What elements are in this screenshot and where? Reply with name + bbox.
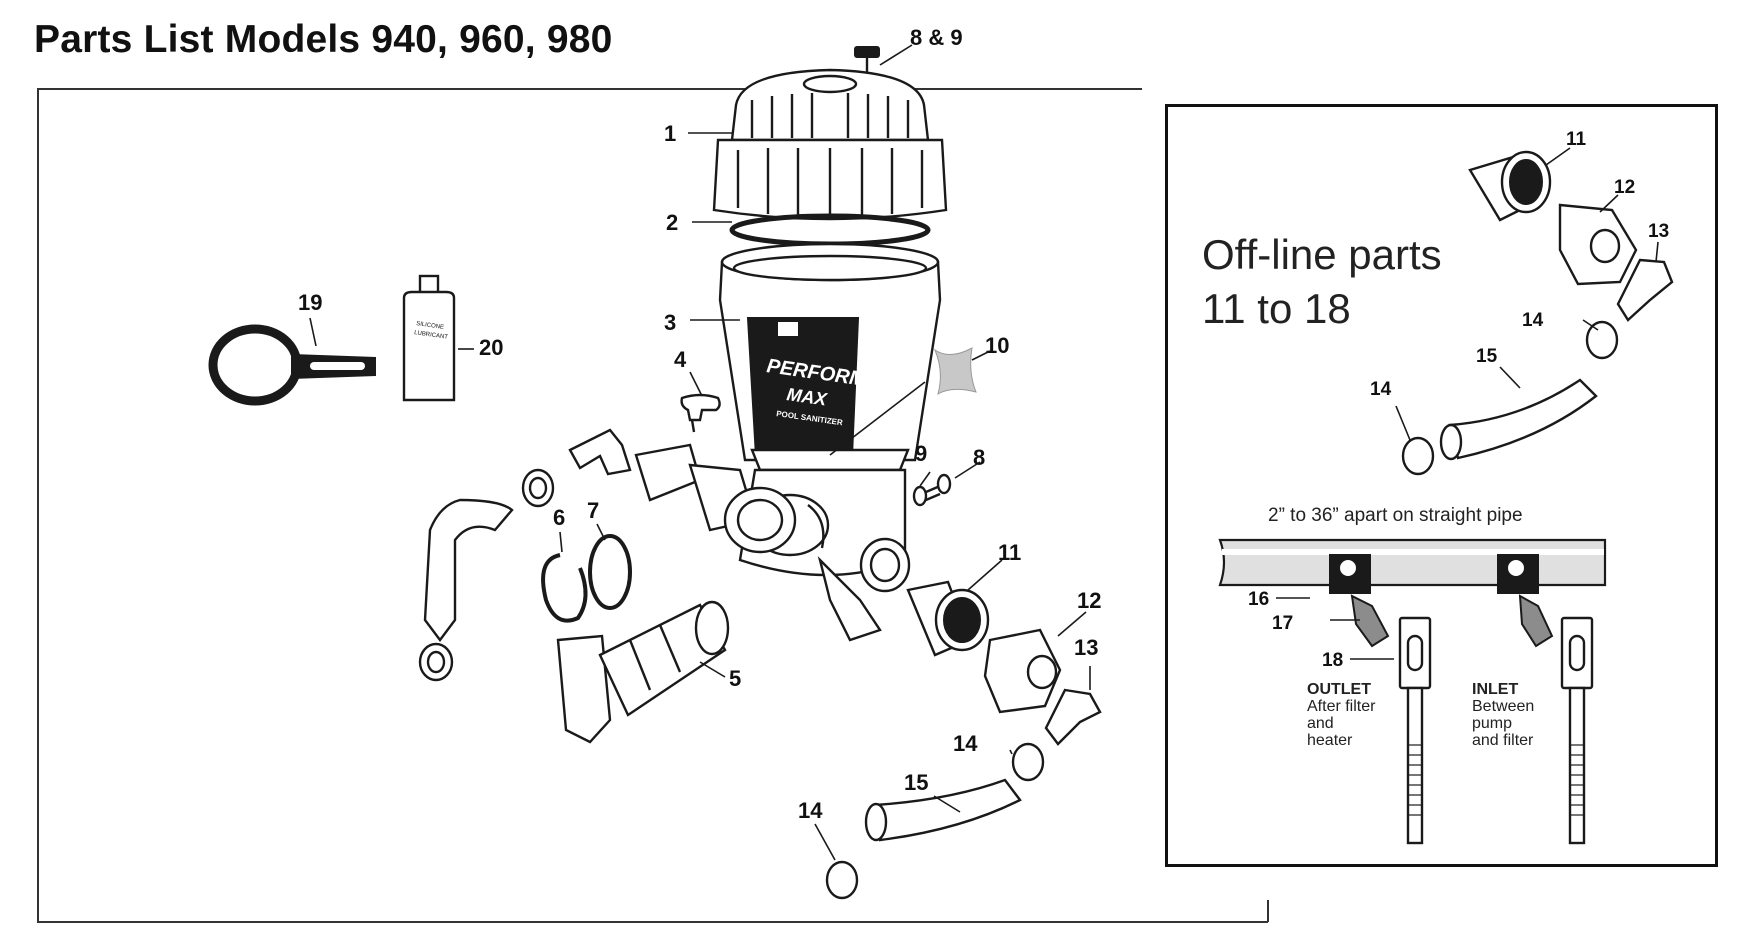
frame-left-line bbox=[37, 88, 39, 921]
inset-callout-13: 13 bbox=[1648, 221, 1670, 242]
outlet-line3: heater bbox=[1307, 732, 1353, 749]
left-hose-assembly bbox=[418, 428, 632, 682]
callout-8-and-9: 8 & 9 bbox=[910, 25, 963, 50]
inset-callout-11: 11 bbox=[1566, 129, 1587, 150]
control-knob bbox=[680, 393, 721, 433]
callout-20: 20 bbox=[479, 335, 504, 360]
callout-12: 12 bbox=[1077, 588, 1102, 613]
inset-fittings bbox=[1401, 150, 1674, 476]
inset-callout-15: 15 bbox=[1476, 346, 1498, 367]
feeder-cap bbox=[712, 68, 948, 221]
check-valve-cartridge bbox=[556, 600, 730, 744]
outlet-line2: and bbox=[1307, 715, 1334, 732]
outlet-label: OUTLET bbox=[1307, 681, 1371, 698]
frame-right-tick bbox=[1267, 900, 1269, 922]
inset-heading-line2: 11 to 18 bbox=[1202, 285, 1351, 332]
retaining-rings bbox=[541, 534, 632, 623]
lubricant-label-line2: LUBRICANT bbox=[414, 330, 449, 341]
inset-heading-line1: Off-line parts bbox=[1202, 231, 1442, 278]
callout-3: 3 bbox=[664, 310, 677, 335]
page-title: Parts List Models 940, 960, 980 bbox=[34, 18, 613, 61]
outlet-location: OUTLET After filter and heater bbox=[1307, 681, 1375, 749]
callout-11: 11 bbox=[998, 540, 1022, 565]
inset-heading: Off-line parts 11 to 18 bbox=[1202, 228, 1442, 336]
callout-15: 15 bbox=[904, 770, 929, 795]
feeder-body bbox=[718, 242, 942, 642]
inlet-location: INLET Between pump and filter bbox=[1472, 681, 1534, 749]
inlet-line3: and filter bbox=[1472, 732, 1534, 749]
callout-2: 2 bbox=[666, 210, 679, 235]
inline-fitting-left bbox=[634, 443, 797, 554]
inset-callout-14-upper: 14 bbox=[1522, 310, 1544, 331]
cap-wrench bbox=[208, 324, 376, 406]
right-offline-fittings bbox=[825, 580, 1102, 900]
inset-callout-18: 18 bbox=[1322, 650, 1344, 671]
callout-10: 10 bbox=[985, 333, 1010, 358]
silicone-lubricant-bottle bbox=[402, 274, 456, 402]
pipe-spacing-note: 2” to 36” apart on straight pipe bbox=[1268, 505, 1523, 526]
callout-4: 4 bbox=[674, 347, 687, 372]
inlet-line2: pump bbox=[1472, 715, 1513, 732]
outlet-line1: After filter bbox=[1307, 698, 1376, 715]
inset-callout-17: 17 bbox=[1272, 613, 1294, 634]
inset-callout-14-lower: 14 bbox=[1370, 379, 1392, 400]
callout-1: 1 bbox=[664, 121, 677, 146]
feeder-gasket bbox=[933, 347, 977, 396]
callout-19: 19 bbox=[298, 290, 323, 315]
callout-leaders bbox=[309, 44, 1659, 861]
callout-7: 7 bbox=[587, 498, 600, 523]
inlet-line1: Between bbox=[1472, 698, 1535, 715]
callout-13: 13 bbox=[1074, 635, 1099, 660]
callout-6: 6 bbox=[553, 505, 566, 530]
inset-pipe-and-clamps bbox=[1218, 538, 1607, 845]
offline-parts-inset bbox=[1165, 104, 1718, 867]
side-screw-and-washer bbox=[912, 473, 952, 507]
inset-callout-16: 16 bbox=[1248, 589, 1270, 610]
lubricant-label-line1: SILICONE bbox=[416, 321, 445, 331]
callout-8: 8 bbox=[973, 445, 986, 470]
frame-bottom-line bbox=[37, 921, 1268, 923]
frame-top-line bbox=[37, 88, 1142, 90]
callout-9: 9 bbox=[915, 441, 928, 466]
inlet-label: INLET bbox=[1472, 681, 1519, 698]
callout-14-right: 14 bbox=[953, 731, 978, 756]
callout-5: 5 bbox=[729, 666, 742, 691]
callout-14-bottom: 14 bbox=[798, 798, 823, 823]
inset-callout-12: 12 bbox=[1614, 177, 1636, 198]
